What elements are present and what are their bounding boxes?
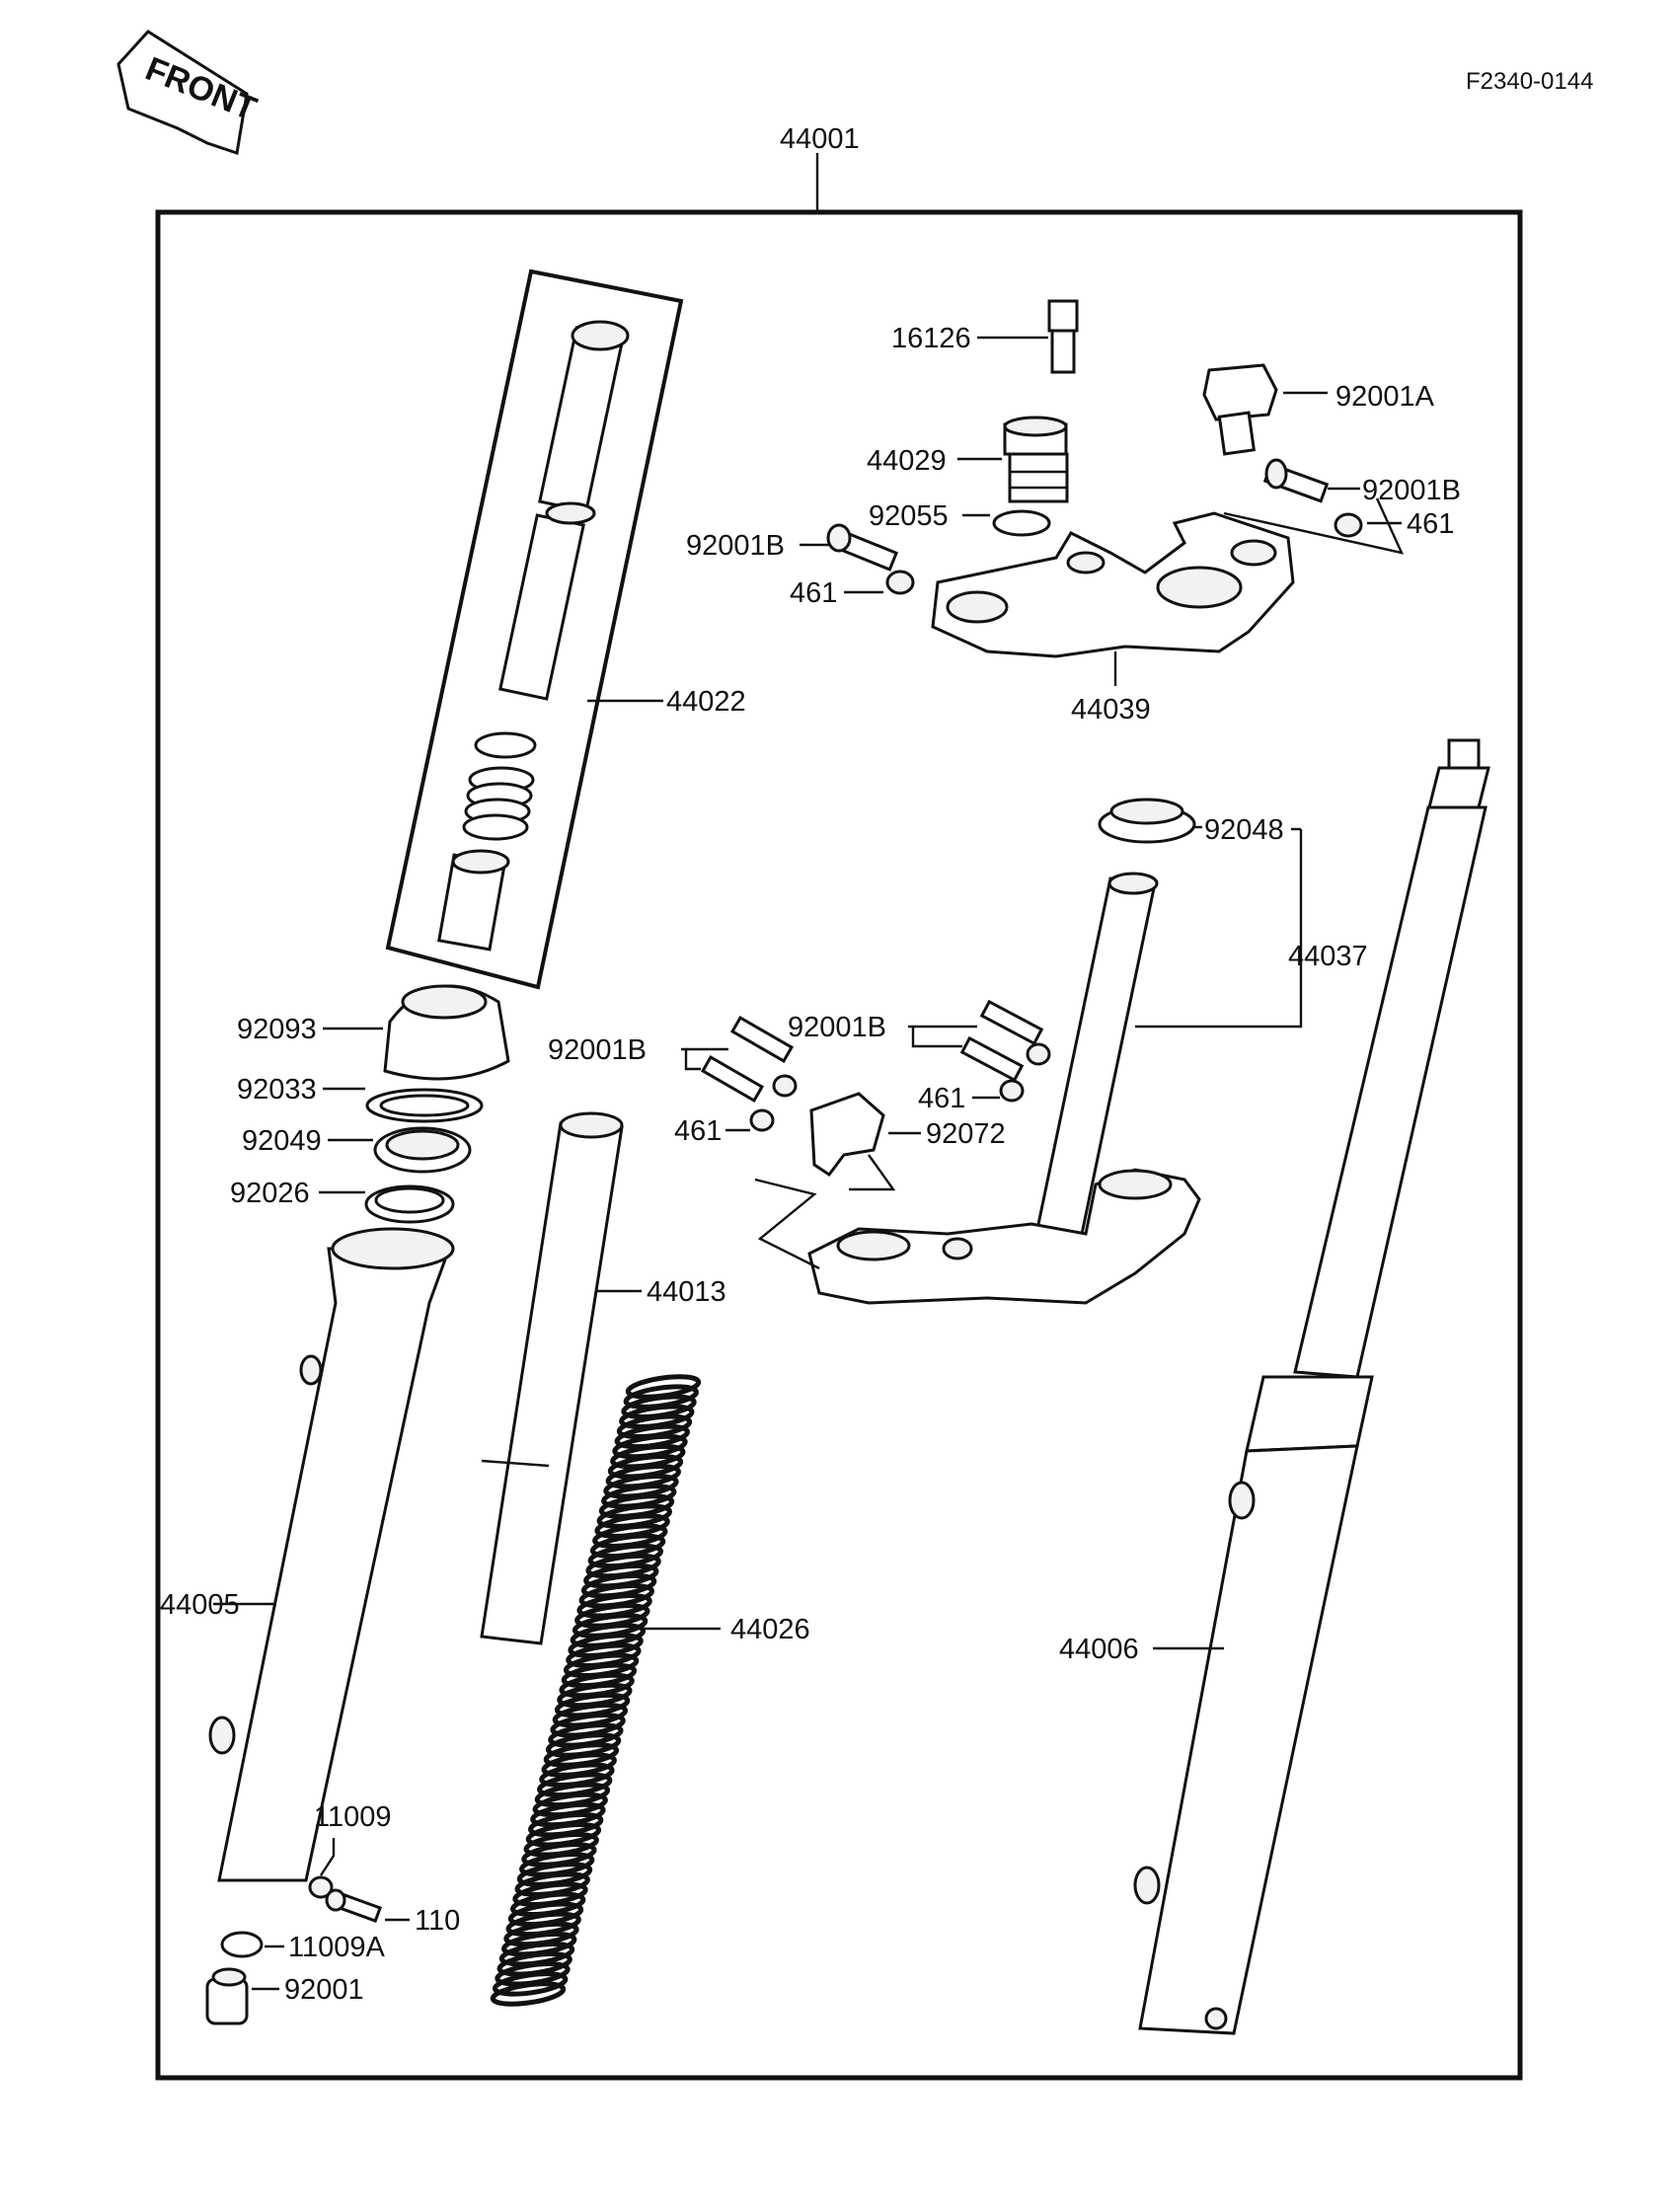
part-92001B-bolts-mid-left (681, 1016, 798, 1132)
label-44026: 44026 (730, 1614, 810, 1645)
label-44005: 44005 (160, 1589, 240, 1621)
part-44037-stem-lower-bracket (807, 859, 1303, 1305)
part-44029-cap-bolt (957, 416, 1069, 503)
label-461-top-left: 461 (790, 577, 837, 609)
spring-coil (493, 1971, 569, 1997)
part-92093-dust-seal (323, 984, 510, 1081)
label-461-top-right: 461 (1407, 508, 1454, 540)
part-16126-valve (977, 299, 1079, 374)
label-110: 110 (415, 1905, 460, 1937)
part-44006-right-fork (1133, 738, 1490, 2035)
label-461-mid-left: 461 (674, 1115, 722, 1147)
label-92093: 92093 (237, 1014, 317, 1045)
label-461-mid-right: 461 (918, 1083, 965, 1114)
label-92033: 92033 (237, 1074, 317, 1106)
part-92072-clamp (754, 1092, 921, 1270)
label-92072: 92072 (926, 1118, 1006, 1150)
assembly-frame (155, 209, 1523, 2081)
part-92001B-bolts-mid-right (908, 999, 1051, 1103)
label-92001B-mid-right: 92001B (788, 1012, 886, 1043)
label-92049: 92049 (242, 1125, 322, 1157)
part-11009A-washer (220, 1931, 284, 1958)
part-44022-damper-kit (385, 268, 684, 990)
label-44006: 44006 (1059, 1634, 1139, 1665)
part-461-washer-top-right (1223, 497, 1405, 555)
label-44039: 44039 (1071, 694, 1151, 725)
label-92026: 92026 (230, 1178, 310, 1209)
label-92001A: 92001A (1335, 381, 1435, 413)
part-92049-oil-seal (328, 1126, 472, 1174)
part-44013-inner-tube (480, 1111, 642, 1645)
part-92033-clip (323, 1087, 484, 1123)
label-11009A: 11009A (288, 1932, 385, 1963)
label-44001: 44001 (780, 123, 860, 155)
part-92055-o-ring (992, 509, 1051, 537)
part-44026-fork-spring (490, 1374, 702, 2007)
label-92001B-top-left: 92001B (686, 530, 785, 562)
part-11009-washer (308, 1838, 336, 1899)
label-44037: 44037 (1288, 941, 1368, 972)
label-92001B-mid-left: 92001B (548, 1034, 647, 1066)
label-44022: 44022 (666, 686, 746, 718)
reference-code: F2340-0144 (1466, 68, 1593, 95)
part-92001B-bolt-top-right (1262, 458, 1360, 503)
label-92001: 92001 (284, 1974, 364, 2006)
label-92055: 92055 (869, 500, 949, 532)
label-11009: 11009 (314, 1801, 392, 1833)
label-44029: 44029 (867, 445, 947, 477)
label-92048: 92048 (1204, 814, 1284, 846)
part-92048-steering-cap (1098, 798, 1303, 859)
label-44013: 44013 (647, 1276, 726, 1308)
part-92001B-bolt-top-left (800, 523, 899, 572)
part-92001A-bolt (1202, 363, 1328, 456)
spring-coil (490, 1981, 567, 2007)
part-110-screw (325, 1888, 410, 1924)
label-16126: 16126 (891, 323, 971, 354)
part-44005-left-outer-tube (208, 1227, 455, 1882)
front-arrow-icon: FRONT (116, 30, 262, 155)
label-92001B-top-right: 92001B (1362, 475, 1461, 506)
part-461-washer-top-left (844, 570, 915, 595)
part-44039-upper-bracket (931, 511, 1295, 686)
part-92026-bushing (319, 1184, 455, 1224)
part-92001-bolt (205, 1967, 279, 2025)
